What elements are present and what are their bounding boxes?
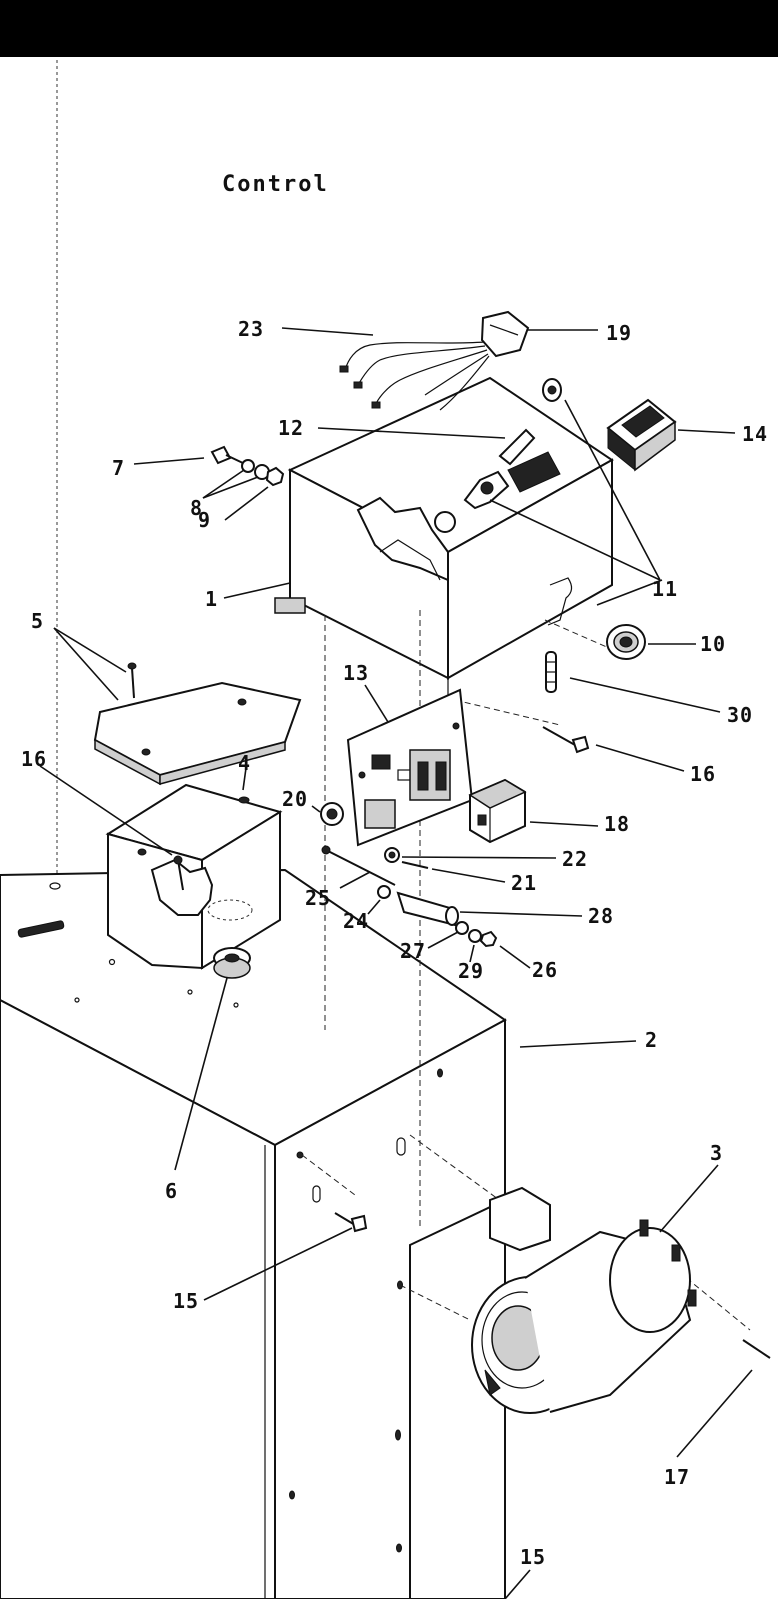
washer-part-29 [468,929,482,943]
circuit-board-part-13 [346,688,474,847]
screw-part-5 [127,662,137,699]
callout-10: 10 [700,632,726,656]
leader-lines [39,327,753,1599]
relay-part-18 [468,778,527,844]
alignment-line [301,1154,356,1196]
cabinet-part-2 [0,868,507,1599]
plug-part-30 [545,651,557,693]
callout-2: 2 [645,1028,658,1052]
fuse-cap-part-11 [542,378,562,402]
screw-part-17 [742,1339,771,1359]
callout-16-left: 16 [21,747,47,771]
callout-12: 12 [278,416,304,440]
spacer-part-20 [320,802,344,826]
callout-29: 29 [458,959,484,983]
grommet-part-10 [606,624,646,660]
nut-part-9 [265,466,285,487]
callout-27: 27 [400,939,426,963]
washer-part-22 [384,847,400,863]
long-screw-part-25 [321,845,396,886]
alignment-line [399,1284,471,1321]
callout-4: 4 [238,751,251,775]
callout-15-middle: 15 [173,1289,199,1313]
screw-part-21 [401,861,429,869]
screw-part-15 [334,1212,368,1233]
callout-13: 13 [343,661,369,685]
callout-6: 6 [165,1179,178,1203]
wire-harness-part-23 [339,341,490,411]
callout-21: 21 [511,871,537,895]
callout-7: 7 [112,456,125,480]
callout-18: 18 [604,812,630,836]
screw-part-7 [210,445,246,465]
callout-14: 14 [742,422,768,446]
washer-part-24 [377,885,391,899]
callout-8: 8 [190,496,203,520]
cover-plate-part-5 [93,681,302,786]
diagram-title: Control [222,172,329,197]
rocker-switch-part-14 [606,398,677,472]
callout-19: 19 [606,321,632,345]
standoff-part-28 [396,891,459,927]
junction-box-part-4 [105,783,283,970]
washer-part-27 [455,921,469,935]
callout-24: 24 [343,909,369,933]
screw-part-16-left [173,855,184,891]
callout-22: 22 [562,847,588,871]
callout-30: 30 [727,703,753,727]
callout-9: 9 [198,508,211,532]
callout-11: 11 [652,577,678,601]
callout-labels: 23 19 12 14 7 8 9 11 1 5 10 13 30 16 4 1… [21,317,768,1569]
callout-16-right: 16 [690,762,716,786]
callout-17: 17 [664,1465,690,1489]
callout-3: 3 [710,1141,723,1165]
callout-15-bottom: 15 [520,1545,546,1569]
washer-part-8 [241,459,255,473]
callout-26: 26 [532,958,558,982]
callout-5: 5 [31,609,44,633]
callout-20: 20 [282,787,308,811]
control-housing-part-1 [274,376,614,700]
screw-part-16 [542,726,590,754]
motor-part-3 [471,1186,697,1414]
fuse-holder-part-12 [463,428,536,510]
top-black-bar [0,0,778,57]
callout-25: 25 [305,886,331,910]
connector-part-19 [480,310,530,358]
nut-part-26 [479,930,498,948]
grommet-part-6 [213,947,251,979]
callout-23: 23 [238,317,264,341]
callout-28: 28 [588,904,614,928]
alignment-line [454,699,561,726]
callout-1: 1 [205,587,218,611]
